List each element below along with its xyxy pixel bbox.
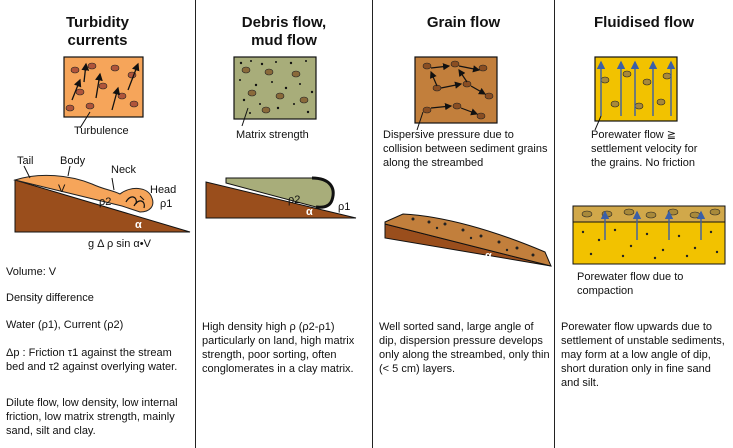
divider-3 [554,0,555,448]
porewater-label: Porewater flow ≧ settlement velocity for… [591,129,698,169]
tail-label: Tail [17,155,34,167]
fluidised-flow-diagram [572,56,726,265]
head-eddies [125,196,145,209]
rho1-label: ρ1 [338,201,351,213]
porewater-arrows [596,60,676,116]
head-leader [139,195,145,201]
turbulence-label: Turbulence [74,125,129,137]
bed-porewater-arrows [600,210,706,240]
desc-friction: Δp : Friction τ1 against the stream bed … [6,347,178,373]
title-line-1: Debris flow, [241,14,327,31]
desc-density: Density difference [6,292,94,304]
body-label: Body [60,155,86,167]
compaction-label: Porewater flow due to compaction [577,271,684,297]
column-turbidity: Turbidity currents [0,0,195,448]
head-label: Head [150,184,177,196]
alpha-label: α [485,250,492,262]
formula-label: g Δ ρ sin α•V [88,238,151,250]
slope-wedge [205,181,357,219]
grain-flow-body [384,213,552,267]
matrix-dots [239,60,314,114]
bed-dots [581,228,719,260]
column-grain-flow: Grain flow Dispersive pressure due to co… [373,0,554,448]
column-debris-flow: Debris flow, mud flow Matrix strength ρ2… [196,0,372,448]
turbidity-diagram [13,56,191,233]
neck-leader [111,177,115,191]
volume-label: V [58,183,66,195]
slope-wedge [14,179,191,233]
desc-debris: High density high ρ (ρ2-ρ1) particularly… [202,321,355,375]
porewater-leader [594,115,602,131]
column-title: Debris flow, mud flow [196,14,372,50]
desc-dilute: Dilute flow, low density, low internal f… [6,397,178,437]
divider-2 [372,0,373,448]
porewater-box [594,56,678,122]
desc-grain: Well sorted sand, large angle of dip, di… [379,321,550,375]
collision-arrows [430,63,487,116]
turbulence-arrows [71,62,140,111]
title-line-2: mud flow [251,32,317,49]
desc-water-current: Water (ρ1), Current (ρ2) [6,319,124,331]
desc-volume: Volume: V [6,266,57,278]
grain-symbols [65,62,139,112]
rho2-label: ρ2 [99,196,112,208]
grain-symbols [422,60,494,120]
dispersive-leader [416,111,424,131]
column-title: Fluidised flow [594,14,694,31]
dispersive-label: Dispersive pressure due to collision bet… [383,129,548,169]
rho1-label: ρ1 [160,198,173,210]
matrix-strength-label: Matrix strength [236,129,309,141]
clast-symbols [241,66,309,114]
neck-label: Neck [111,164,137,176]
turbulence-leader [79,111,91,129]
rho2-label: ρ2 [288,194,301,206]
title-line-1: Turbidity [65,14,130,31]
grain-flow-dots [411,217,535,257]
grain-symbols [600,70,672,110]
debris-flow-diagram [205,56,357,219]
column-fluidised-flow: Fluidised flow [555,0,733,448]
alpha-label: α [135,219,142,231]
column-title: Turbidity currents [0,14,195,50]
body-leader [67,165,71,177]
title-line-2: currents [67,32,128,49]
matrix-leader [241,107,249,127]
turbidity-flow-body [13,174,154,213]
divider-1 [195,0,196,448]
grain-flow-diagram [384,56,552,267]
tail-leader [23,165,31,179]
column-title: Grain flow [426,14,501,31]
matrix-box [233,56,317,120]
debris-flow-front [311,176,335,209]
alpha-label: α [306,206,313,218]
desc-fluidised: Porewater flow upwards due to settlement… [561,321,725,389]
